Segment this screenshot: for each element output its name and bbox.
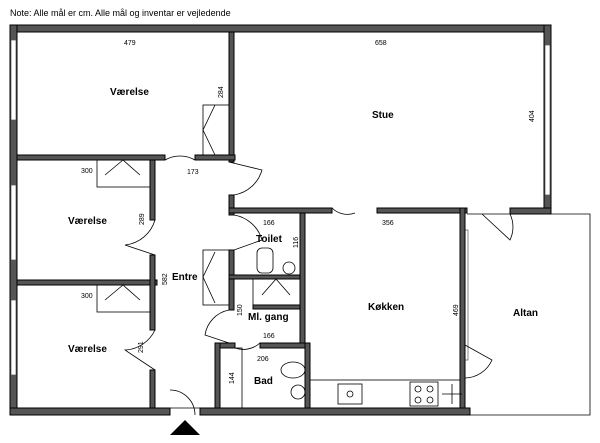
balcony-outline	[467, 213, 591, 416]
room-label-bad: Bad	[254, 376, 273, 387]
dim-166-a: 166	[263, 220, 275, 227]
dim-300-b: 300	[81, 293, 93, 300]
dim-291: 291	[138, 341, 145, 353]
fixtures	[219, 247, 306, 409]
dim-150: 150	[237, 304, 244, 316]
room-label-altan: Altan	[513, 308, 538, 319]
room-label-stue: Stue	[372, 110, 394, 121]
dim-166-b: 166	[263, 333, 275, 340]
room-label-toilet: Toilet	[256, 234, 283, 245]
doors	[123, 155, 514, 416]
room-label-vaerelse-bottom: Værelse	[68, 344, 107, 355]
dim-356: 356	[382, 220, 394, 227]
room-label-entre: Entre	[172, 272, 198, 283]
dim-469: 469	[453, 304, 460, 316]
room-label-koekken: Køkken	[368, 302, 404, 313]
dim-284: 284	[218, 86, 225, 98]
dim-404: 404	[529, 110, 536, 122]
room-label-vaerelse-mid: Værelse	[68, 216, 107, 227]
wardrobes	[96, 104, 301, 313]
room-label-ml-gang: Ml. gang	[248, 312, 289, 323]
entrance-arrow	[170, 420, 200, 435]
dim-116: 116	[293, 237, 300, 248]
plan-note: Note: Alle mål er cm. Alle mål og invent…	[10, 8, 231, 18]
dim-289: 289	[139, 213, 146, 225]
kitchen-counter	[309, 379, 462, 409]
room-label-vaerelse-top: Værelse	[110, 87, 149, 98]
dim-206: 206	[257, 356, 269, 363]
dim-300-a: 300	[81, 168, 93, 175]
dim-658: 658	[375, 40, 387, 47]
dim-144: 144	[229, 372, 236, 384]
dim-582: 582	[162, 273, 169, 285]
dim-173: 173	[187, 169, 199, 176]
dim-479: 479	[124, 40, 136, 47]
interior-walls	[16, 31, 468, 409]
